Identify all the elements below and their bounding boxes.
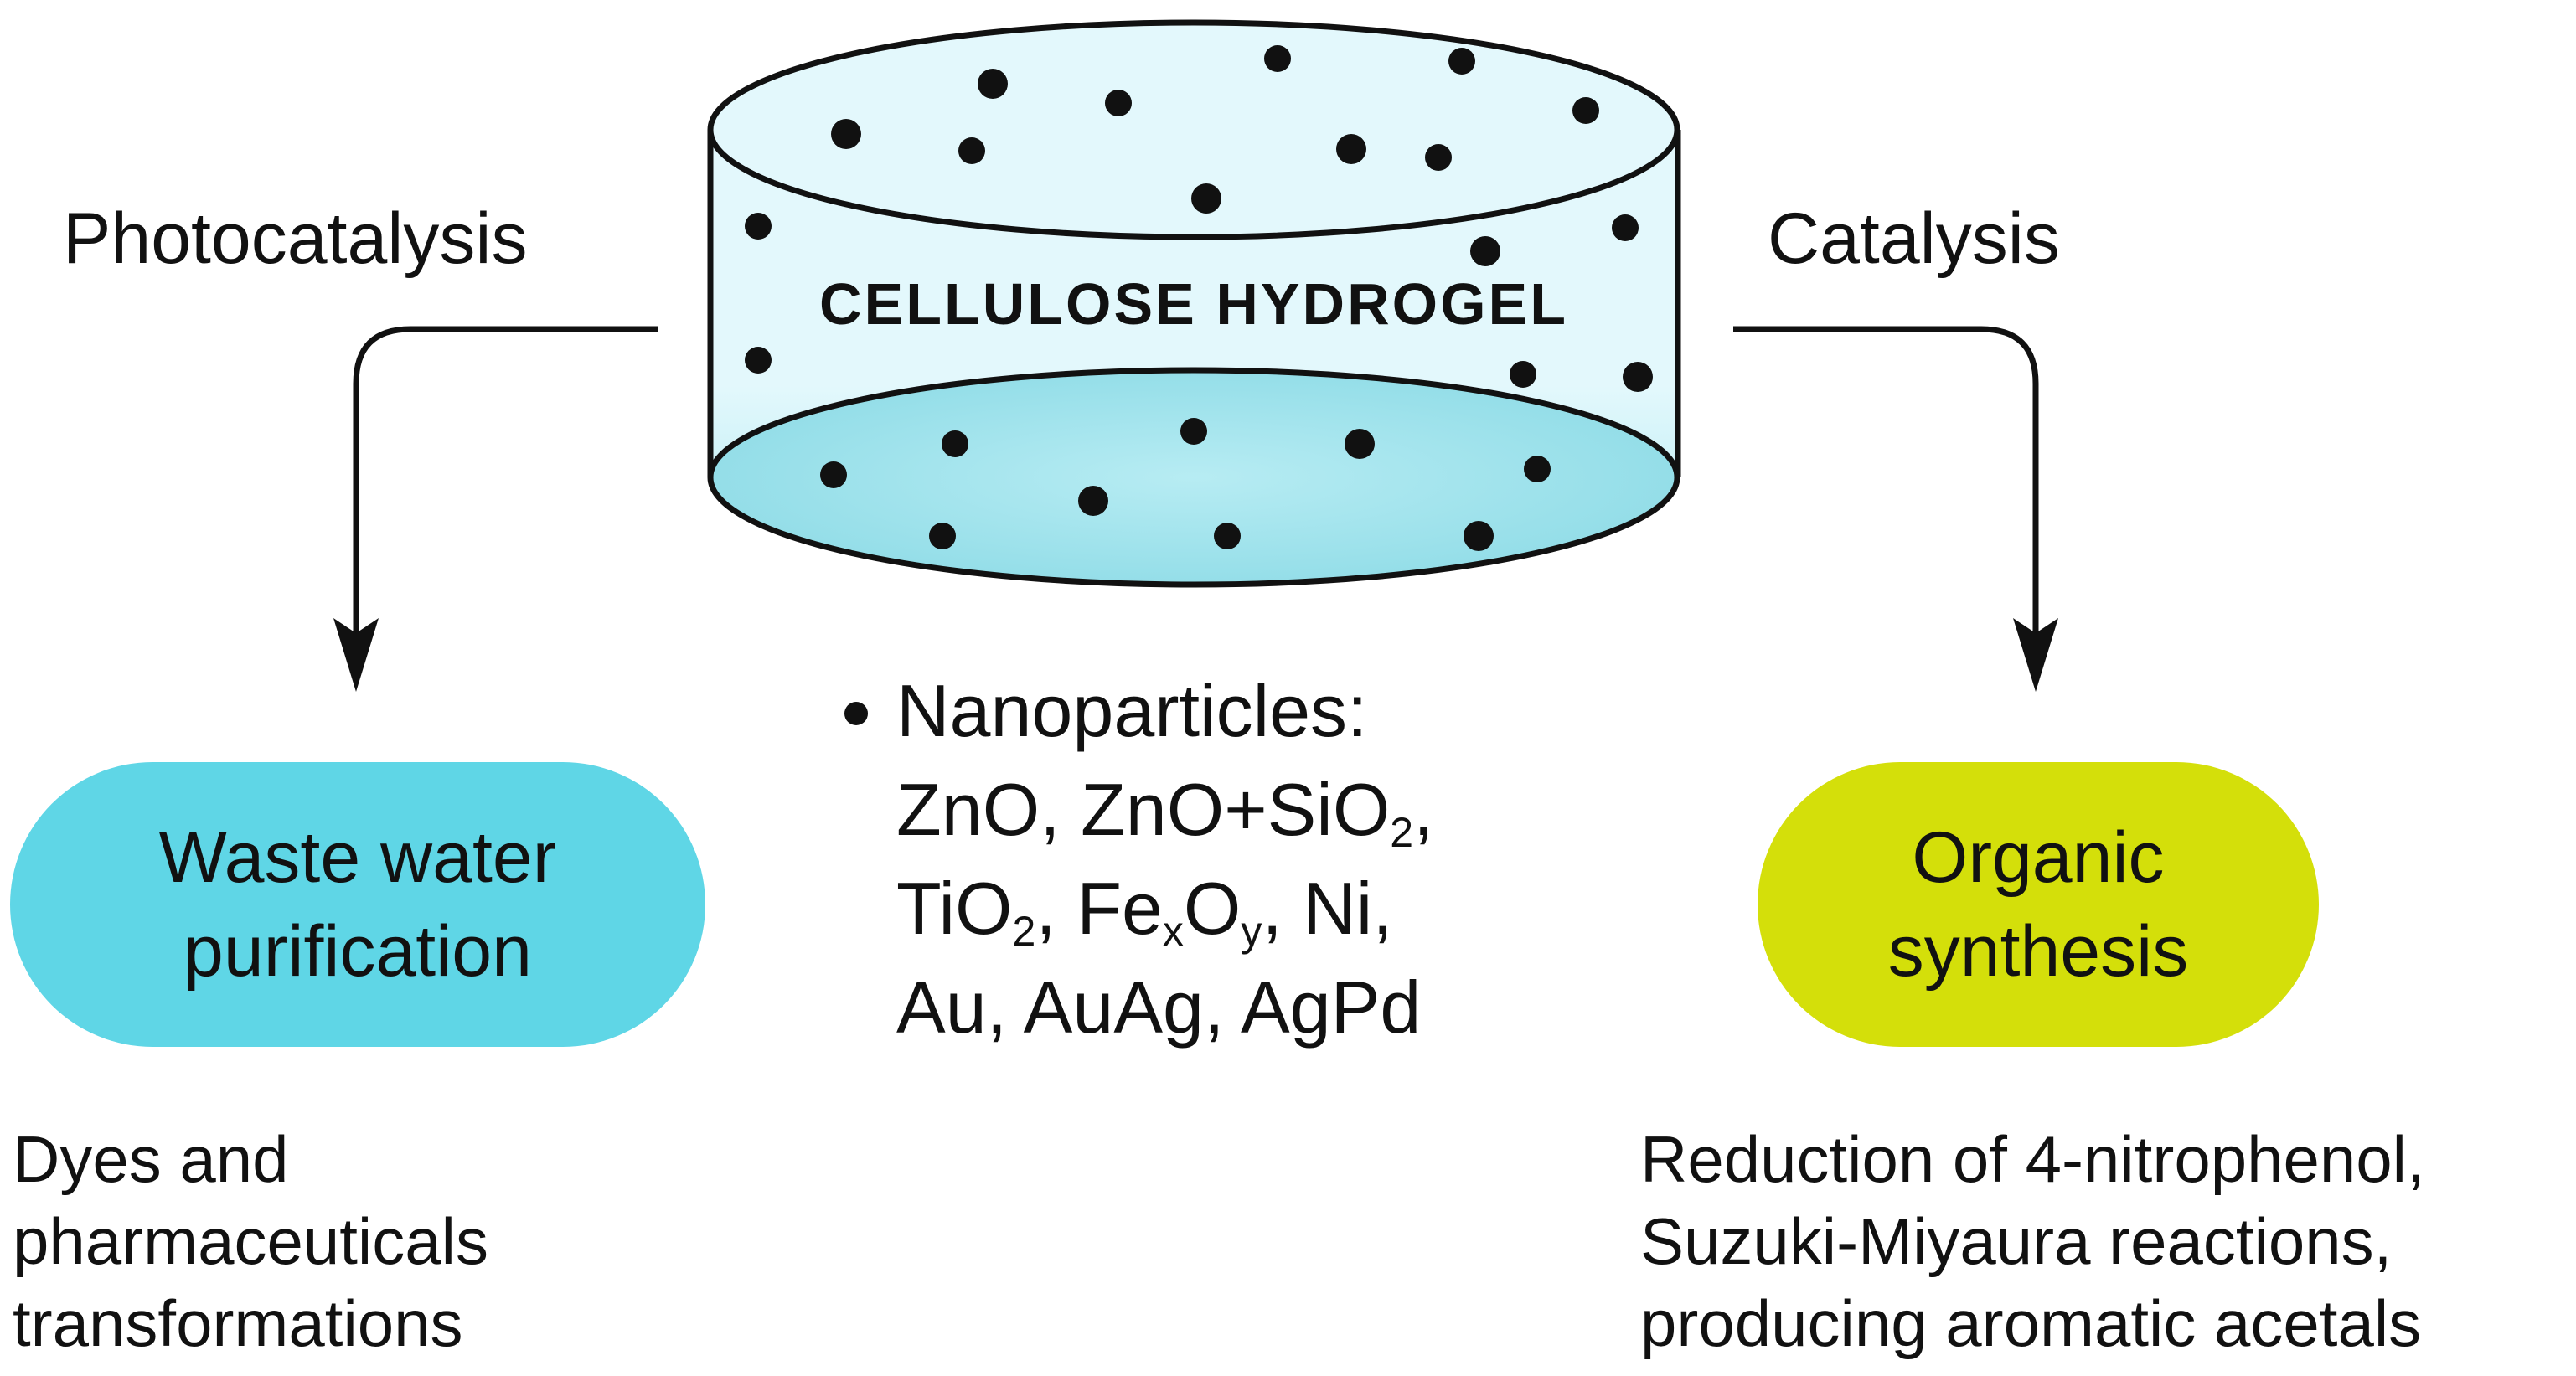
nanoparticle-dot [942, 430, 968, 457]
nanoparticle-dot [1510, 361, 1536, 388]
photocatalysis-arrow-line [353, 326, 658, 645]
photocatalysis-description: Dyes and pharmaceuticals transformations [13, 1122, 488, 1360]
nanoparticle-dot [1105, 90, 1132, 116]
nanoparticle-dots [745, 45, 1653, 551]
catalysis-arrowhead [2013, 618, 2058, 692]
organic-line: Organic [1912, 817, 2165, 898]
catalysis-label: Catalysis [1768, 198, 2060, 279]
nanoparticle-dot [1264, 45, 1291, 72]
nanoparticle-dot [1336, 134, 1366, 164]
nanoparticle-dot [1612, 214, 1639, 241]
nanoparticles-heading: Nanoparticles: [896, 669, 1368, 752]
photocatalysis-arrowhead [333, 618, 379, 692]
nanoparticle-dot [745, 347, 772, 374]
photocatalysis-label: Photocatalysis [63, 198, 528, 279]
nanoparticles-bullet [844, 702, 868, 725]
catalysis-arrow-line [1733, 326, 2039, 645]
nanoparticle-dot [1464, 521, 1494, 551]
waste-water-purification-pill: Waste water purification [10, 762, 705, 1047]
nanoparticles-line-zno: ZnO, ZnO+SiO2, [896, 768, 1434, 856]
synthesis-line: synthesis [1887, 911, 2189, 992]
nanoparticle-dot [1425, 144, 1452, 171]
catalysis-description: Reduction of 4-nitrophenol, Suzuki-Miyau… [1640, 1122, 2425, 1360]
nanoparticle-dot [1180, 418, 1207, 445]
nanoparticle-dot [1345, 429, 1375, 459]
nanoparticle-dot [929, 523, 956, 549]
nanoparticles-line-tio2: TiO2, FexOy, Ni, [896, 867, 1393, 955]
hydrogel-cylinder-top [707, 19, 1680, 240]
nanoparticle-dot [1524, 456, 1551, 482]
nanoparticle-dot [1572, 97, 1599, 124]
nanoparticle-dot [820, 461, 847, 488]
nanoparticle-dot [1448, 48, 1475, 75]
nanoparticle-dot [745, 213, 772, 240]
nanoparticle-dot [1191, 183, 1221, 214]
hydrogel-label: CELLULOSE HYDROGEL [818, 271, 1569, 337]
nanoparticle-dot [978, 69, 1008, 99]
purification-line: purification [183, 911, 532, 992]
nanoparticles-line-au: Au, AuAg, AgPd [896, 966, 1422, 1049]
nanoparticle-dot [1470, 236, 1500, 266]
nanoparticle-dot [1623, 362, 1653, 392]
organic-synthesis-pill: Organic synthesis [1758, 762, 2319, 1047]
nanoparticles-list: Nanoparticles: ZnO, ZnO+SiO2, TiO2, FexO… [896, 662, 1434, 1057]
nanoparticle-dot [1214, 523, 1241, 549]
nanoparticle-dot [831, 119, 861, 149]
waste-water-line: Waste water [158, 817, 557, 898]
nanoparticle-dot [1078, 486, 1108, 516]
nanoparticle-dot [958, 137, 985, 164]
